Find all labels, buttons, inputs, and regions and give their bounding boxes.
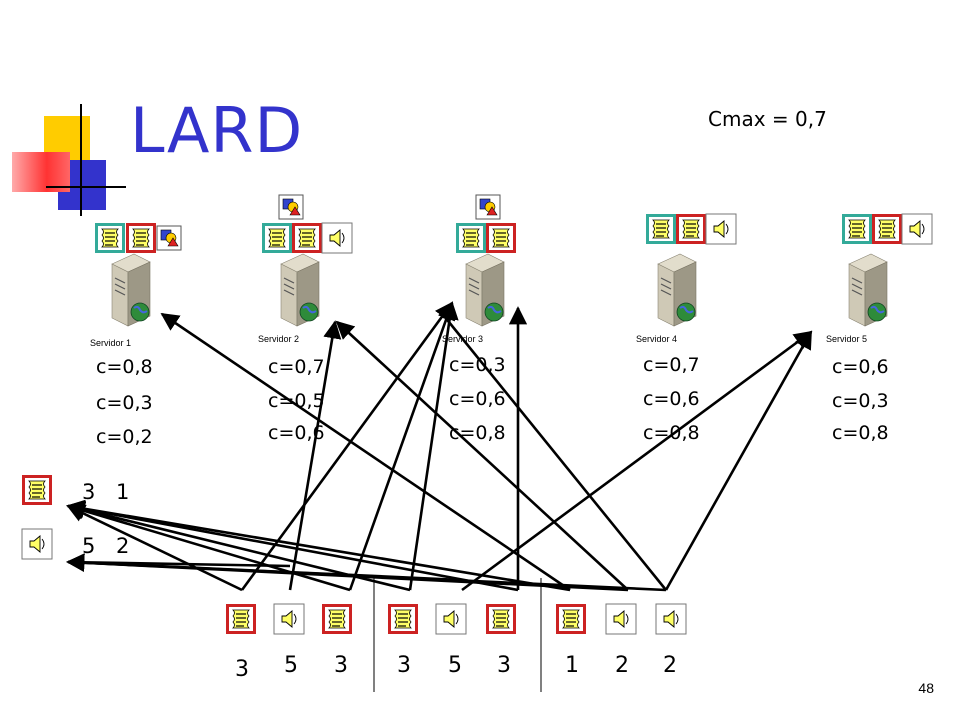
server2-load-3: c=0,6 [268, 422, 325, 444]
server-label: Servidor 1 [90, 338, 132, 348]
queue-number: 5 [284, 653, 298, 678]
queue-number: 2 [663, 653, 677, 678]
response-arrows [66, 499, 667, 592]
legend-doc-icon [21, 474, 53, 506]
queue-number: 3 [334, 653, 348, 678]
server2-cache [261, 194, 353, 254]
logo-vertical-line [80, 104, 82, 216]
queue-audio-icon [605, 603, 637, 635]
server-label: Servidor 2 [258, 334, 300, 344]
slide-title: LARD [130, 94, 304, 167]
server-label: Servidor 5 [826, 334, 868, 344]
queue-number: 5 [448, 653, 462, 678]
request-queue [225, 603, 687, 635]
logo-decoration [0, 0, 140, 220]
server3-cache [455, 194, 517, 254]
server1-cache [94, 222, 182, 254]
server5-load-1: c=0,6 [832, 356, 889, 378]
server3-icon [465, 253, 505, 327]
server3-load-2: c=0,6 [449, 388, 506, 410]
queue-audio-icon [435, 603, 467, 635]
server-label: Servidor 4 [636, 334, 678, 344]
queue-doc-icon [225, 603, 257, 635]
queue-doc-icon [485, 603, 517, 635]
server5-cache [841, 213, 933, 245]
server1-load-2: c=0,3 [96, 392, 153, 414]
cmax-label: Cmax = 0,7 [708, 107, 827, 131]
logo-red-block [12, 152, 70, 192]
server1-icon [111, 253, 151, 327]
queue-number: 3 [497, 653, 511, 678]
server4-load-2: c=0,6 [643, 388, 700, 410]
queue-number: 3 [235, 657, 249, 682]
server5-load-2: c=0,3 [832, 390, 889, 412]
server4-load-3: c=0,8 [643, 422, 700, 444]
server4-icon [657, 253, 697, 327]
server2-icon [280, 253, 320, 327]
queue-number: 3 [397, 653, 411, 678]
server4-load-1: c=0,7 [643, 354, 700, 376]
server5-icon [848, 253, 888, 327]
server1-load-3: c=0,2 [96, 426, 153, 448]
legend-doc-count-2: 1 [116, 480, 130, 504]
logo-horizontal-line [46, 186, 126, 188]
queue-doc-icon [321, 603, 353, 635]
legend-doc-count-1: 3 [82, 480, 96, 504]
legend-audio-icon [21, 528, 53, 560]
server2-load-1: c=0,7 [268, 356, 325, 378]
queue-doc-icon [555, 603, 587, 635]
legend-audio-count-1: 5 [82, 534, 96, 558]
server2-load-2: c=0,5 [268, 390, 325, 412]
server4-cache [645, 213, 737, 245]
server-label: Servidor 3 [442, 334, 484, 344]
legend-audio-count-2: 2 [116, 534, 130, 558]
queue-audio-icon [273, 603, 305, 635]
server5-load-3: c=0,8 [832, 422, 889, 444]
server3-load-1: c=0,3 [449, 354, 506, 376]
queue-doc-icon [387, 603, 419, 635]
server1-load-1: c=0,8 [96, 356, 153, 378]
queue-number: 2 [615, 653, 629, 678]
page-number: 48 [918, 680, 934, 696]
queue-audio-icon [655, 603, 687, 635]
queue-number: 1 [565, 653, 579, 678]
server3-load-3: c=0,8 [449, 422, 506, 444]
request-arrows [160, 301, 813, 592]
